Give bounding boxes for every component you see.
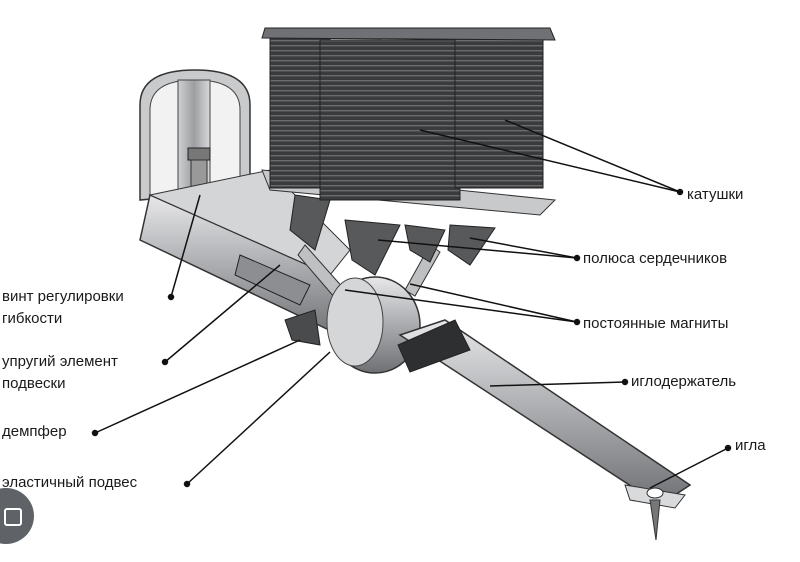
label-suspension-line2: подвески: [2, 375, 66, 392]
label-needle: игла: [735, 437, 766, 454]
label-core-poles: полюса сердечников: [583, 250, 728, 267]
label-flex-screw-line2: гибкости: [2, 310, 63, 327]
label-permanent-magnets: постоянные магниты: [583, 315, 729, 332]
label-elastic-mount: эластичный подвес: [2, 474, 138, 491]
label-needle-holder: иглодержатель: [631, 373, 737, 390]
adjust-screw: [187, 147, 211, 161]
label-suspension-line1: упругий элемент: [2, 353, 118, 370]
coil: [454, 37, 544, 189]
label-damper: демпфер: [2, 423, 67, 440]
label-flex-screw: винт регулировки гибкости: [2, 286, 124, 330]
coil: [319, 39, 461, 201]
label-coils: катушки: [687, 186, 744, 203]
needle-holder: [398, 319, 692, 506]
needle-tip: [649, 499, 661, 541]
label-suspension: упругий элемент подвески: [2, 351, 118, 395]
label-flex-screw-line1: винт регулировки: [2, 288, 124, 305]
damper: [284, 309, 321, 346]
